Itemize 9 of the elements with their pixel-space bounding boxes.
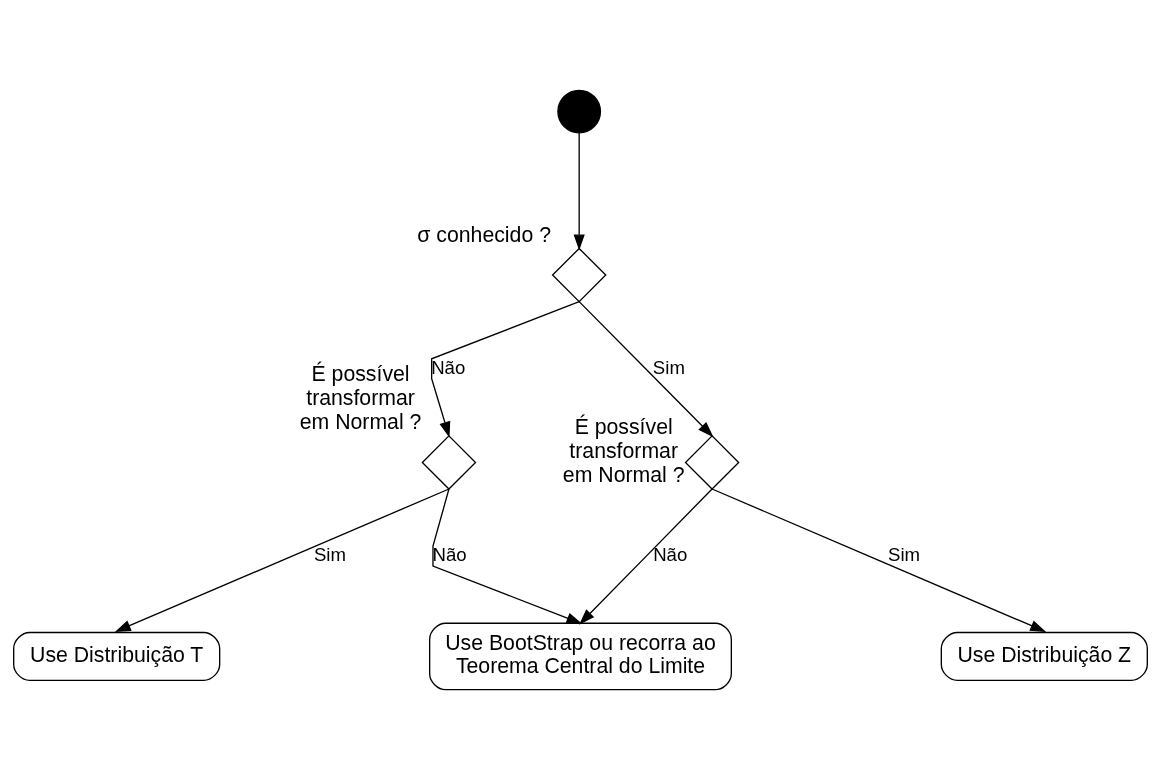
node-label: σ conhecido ? <box>417 222 551 247</box>
edge-label: Não <box>432 544 467 566</box>
edge-label: Sim <box>313 544 346 566</box>
edge-label: Sim <box>888 544 921 566</box>
edge-label: Sim <box>652 356 685 378</box>
edge-label: Não <box>653 544 688 566</box>
node-label: É possível transformar em Normal ? <box>562 415 685 488</box>
node-label: É possível transformar em Normal ? <box>299 362 422 434</box>
edge-label: Não <box>431 356 466 378</box>
